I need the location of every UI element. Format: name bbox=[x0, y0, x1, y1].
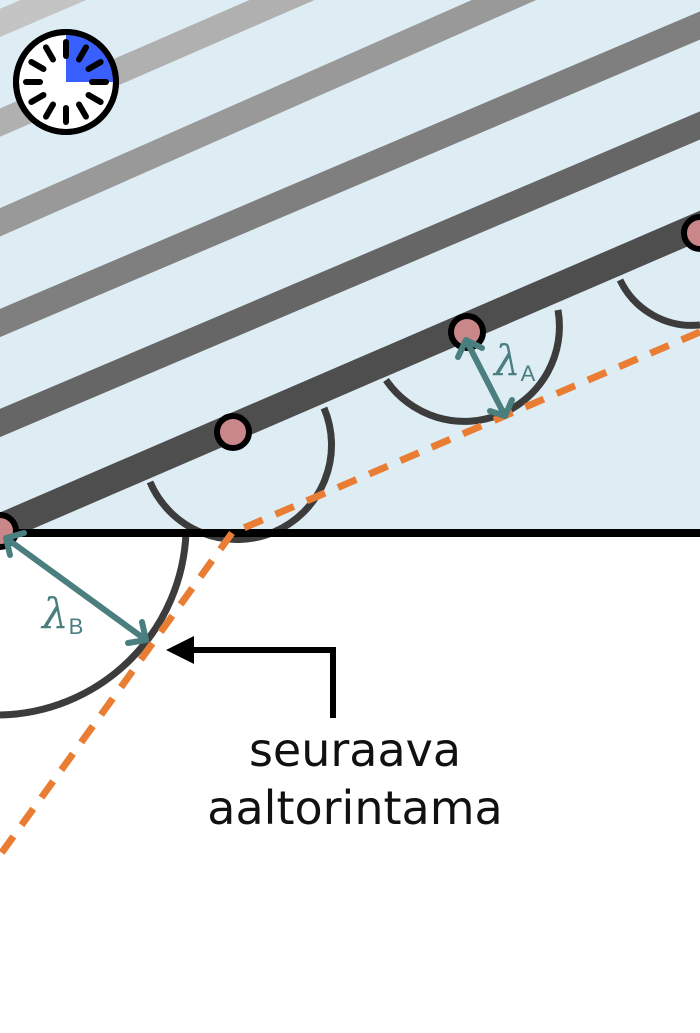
timer-clock-icon bbox=[13, 29, 119, 135]
next-wavefront-caption: seuraava aaltorintama bbox=[150, 721, 560, 837]
wavelength-b-arrow bbox=[3, 530, 149, 646]
wavefront-band bbox=[0, 111, 700, 438]
timer-tick bbox=[76, 101, 89, 120]
wavelength-a-arrow bbox=[455, 337, 515, 419]
wavefront-band bbox=[0, 0, 537, 237]
timer-tick bbox=[28, 59, 47, 72]
timer-elapsed-sector bbox=[66, 35, 113, 82]
caption-line-1: seuraava bbox=[248, 723, 462, 777]
wavefront-band bbox=[0, 11, 700, 338]
lambda-a-label: λA bbox=[492, 336, 536, 386]
arrowhead bbox=[455, 337, 485, 360]
arrowhead bbox=[3, 530, 27, 558]
timer-tick bbox=[85, 59, 104, 72]
source-point bbox=[214, 413, 252, 451]
wavelet-arc bbox=[616, 278, 700, 329]
lambda-b-label: λB bbox=[40, 589, 83, 639]
arrowhead bbox=[487, 397, 515, 419]
timer-tick bbox=[85, 92, 104, 105]
lambda-b-symbol: λ bbox=[40, 589, 69, 638]
next-wavefront bbox=[0, 328, 700, 858]
timer-tick bbox=[28, 92, 47, 105]
lambda-a-symbol: λ bbox=[492, 336, 521, 385]
timer-tick bbox=[76, 44, 89, 63]
arrowhead bbox=[125, 619, 149, 646]
wavelet-arc-medium-b bbox=[0, 532, 190, 719]
timer-tick bbox=[43, 44, 56, 63]
lambda-a-subscript: A bbox=[521, 361, 536, 386]
wavefront-band bbox=[0, 0, 87, 38]
source-point bbox=[681, 214, 700, 252]
wavefront-band bbox=[0, 210, 700, 543]
timer-tick bbox=[43, 101, 56, 120]
caption-line-2: aaltorintama bbox=[207, 781, 503, 835]
next-wavefront-medium-a bbox=[230, 328, 700, 537]
lambda-b-subscript: B bbox=[69, 614, 84, 639]
arrow-left-icon bbox=[166, 636, 336, 718]
